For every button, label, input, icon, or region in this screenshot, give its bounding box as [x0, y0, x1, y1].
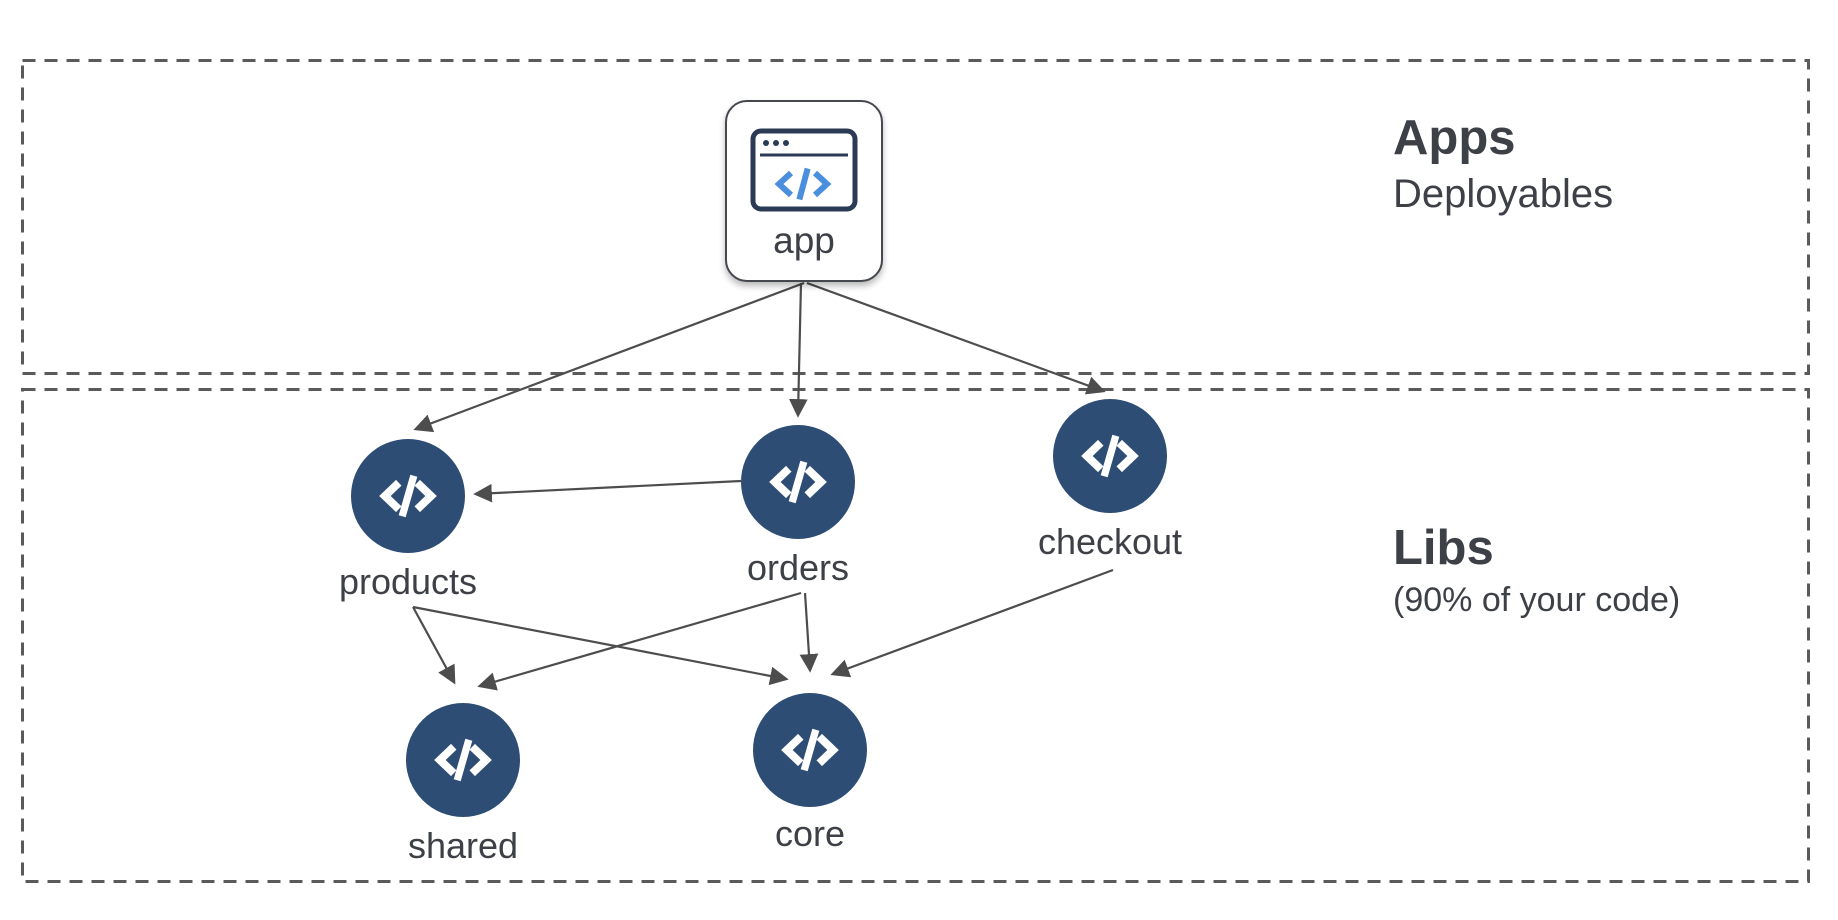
node-checkout	[1053, 399, 1167, 513]
apps-section-box	[21, 59, 1810, 375]
apps-section-title: Apps	[1393, 111, 1516, 165]
libs-section-label: Libs (90% of your code)	[1393, 518, 1680, 622]
node-shared	[406, 703, 520, 817]
node-app-label: app	[773, 220, 835, 261]
node-orders	[741, 425, 855, 539]
node-products-label: products	[338, 561, 478, 602]
libs-section-subtitle: (90% of your code)	[1393, 581, 1681, 620]
node-core-label: core	[774, 813, 846, 854]
edge-products-shared	[412, 606, 456, 685]
apps-section-subtitle: Deployables	[1393, 172, 1614, 217]
code-icon	[765, 449, 831, 515]
node-products	[351, 439, 465, 553]
browser-window-icon	[750, 128, 858, 212]
edge-app-checkout	[806, 281, 1106, 395]
node-checkout-label: checkout	[1037, 521, 1183, 562]
edge-app-products	[413, 281, 805, 433]
code-icon	[1077, 423, 1143, 489]
code-icon	[774, 167, 832, 201]
code-icon	[777, 717, 843, 783]
edge-orders-products	[473, 479, 742, 503]
edge-orders-core	[799, 592, 819, 673]
edge-orders-shared	[477, 591, 802, 691]
edge-app-orders	[789, 282, 808, 418]
apps-section-label: Apps Deployables	[1393, 108, 1613, 219]
edge-products-core	[412, 605, 789, 686]
edge-checkout-core	[830, 568, 1114, 678]
libs-section-box	[21, 388, 1810, 883]
node-app: app	[725, 100, 883, 282]
code-icon	[430, 727, 496, 793]
code-icon	[375, 463, 441, 529]
node-orders-label: orders	[746, 547, 850, 588]
libs-section-title: Libs	[1393, 521, 1494, 575]
node-shared-label: shared	[407, 825, 519, 866]
node-core	[753, 693, 867, 807]
